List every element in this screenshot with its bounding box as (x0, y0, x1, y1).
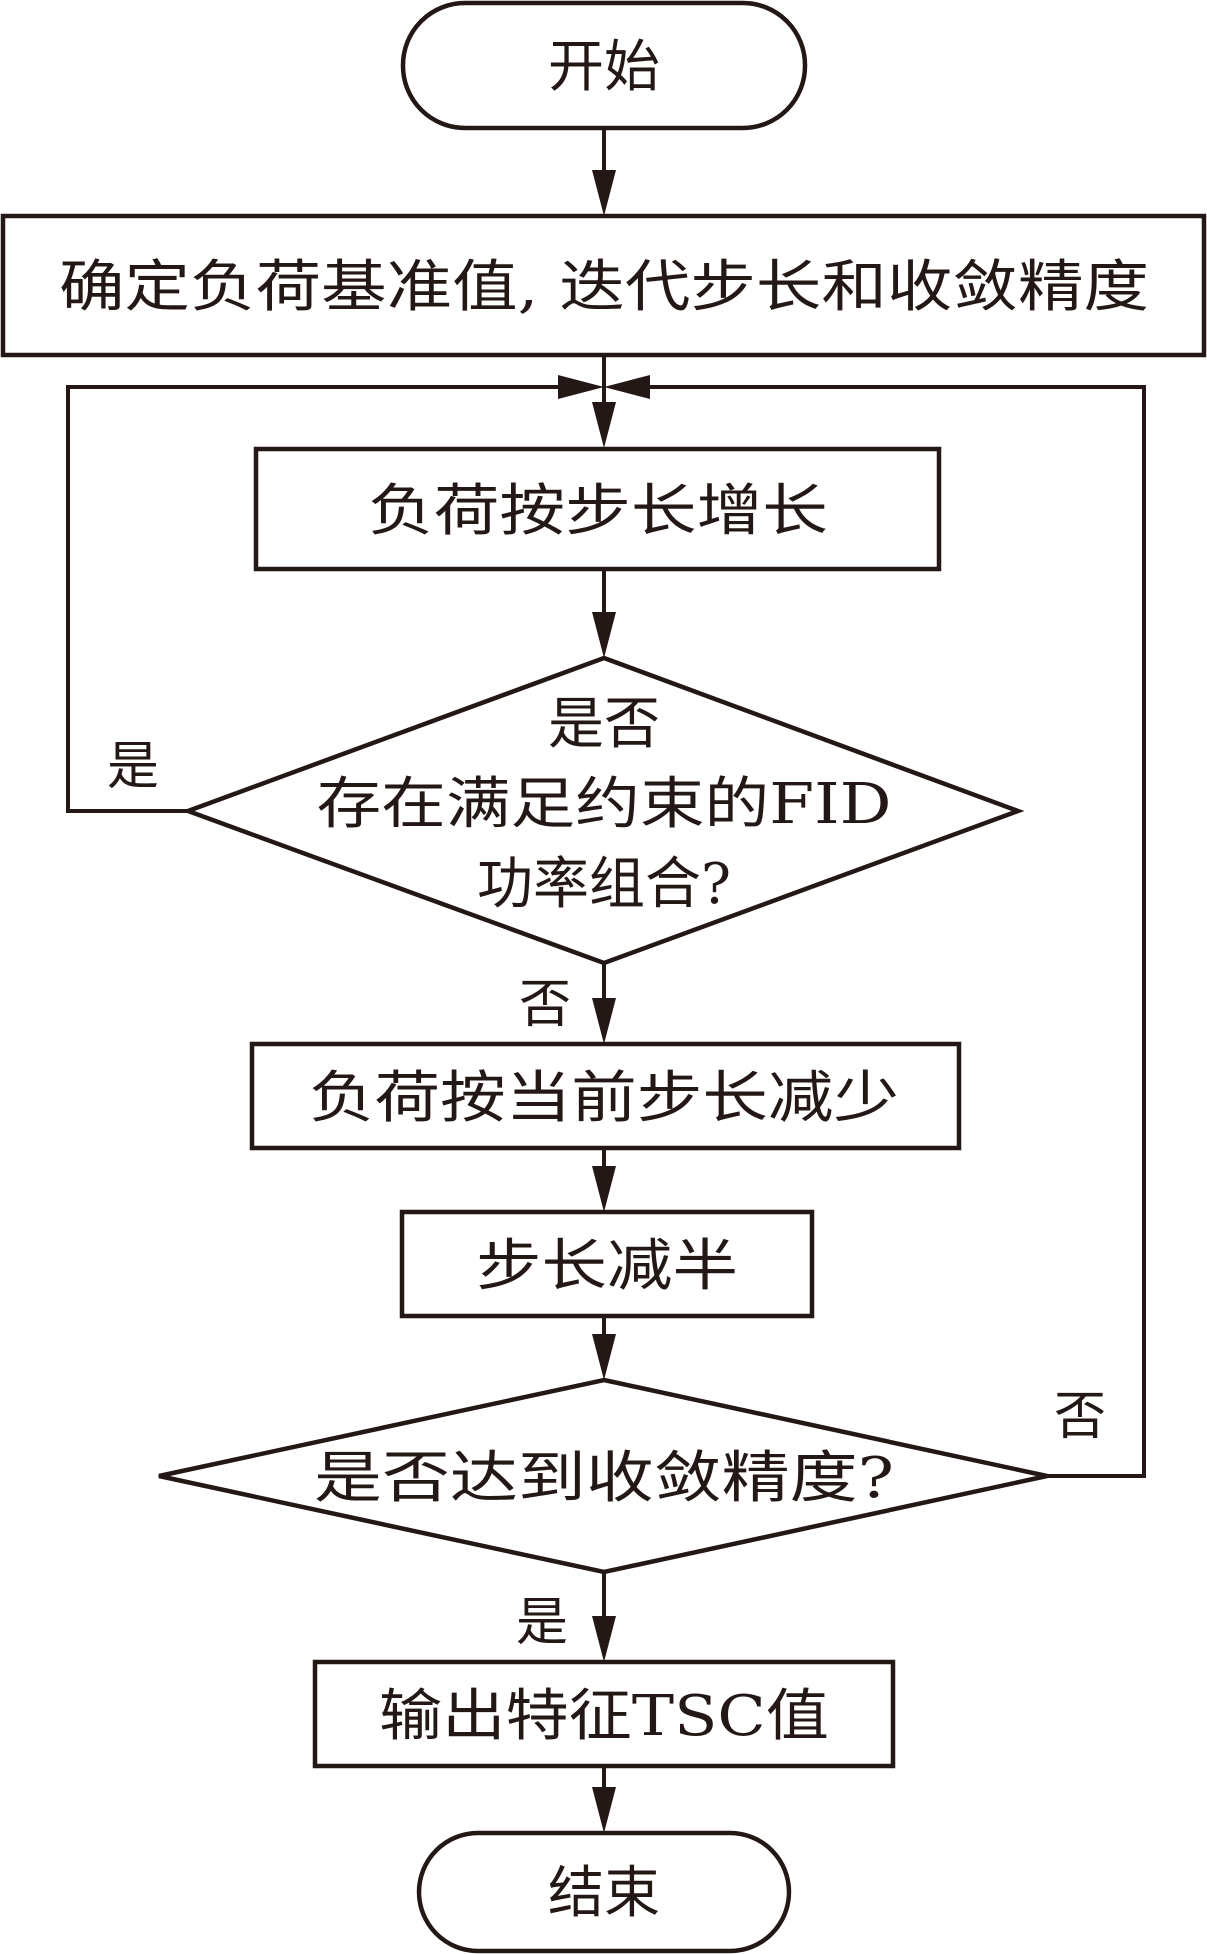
node-halve: 步长减半 (399, 1209, 815, 1319)
node-decrease: 负荷按当前步长减少 (249, 1041, 962, 1151)
decision2-no-label: 否 (1054, 1387, 1106, 1447)
decision1-label-line1: 是否 (548, 692, 660, 757)
halve-process-box (399, 1209, 815, 1319)
arrowhead-icon (592, 1787, 616, 1833)
decision1-label-line2: 存在满足约束的FID (317, 772, 892, 837)
decision1-diamond (181, 655, 1025, 966)
node-output: 输出特征TSC值 (312, 1659, 896, 1769)
arrowhead-icon (592, 1166, 616, 1212)
edge-decision2-no-loop (638, 385, 1146, 1478)
arrowhead-icon (592, 170, 616, 216)
start-label: 开始 (548, 35, 660, 100)
increase-process-box (253, 446, 942, 572)
init-process-box (0, 213, 1207, 358)
output-label: 输出特征TSC值 (379, 1684, 829, 1749)
output-process-box (312, 1659, 896, 1769)
arrowhead-icon (604, 375, 650, 399)
node-start: 开始 (400, 0, 808, 131)
decision2-label: 是否达到收敛精度? (314, 1446, 894, 1511)
arrowhead-icon (558, 375, 604, 399)
node-increase: 负荷按步长增长 (253, 446, 942, 572)
decrease-process-box (249, 1041, 962, 1151)
node-decision2: 是否达到收敛精度? (158, 1377, 1048, 1575)
end-terminal (416, 1830, 792, 1954)
connectors (66, 128, 1146, 1833)
decision2-yes-label: 是 (516, 1593, 568, 1653)
decision1-no-label: 否 (519, 975, 571, 1035)
decision1-label-line3: 功率组合? (477, 852, 731, 917)
arrowhead-icon (592, 612, 616, 658)
init-label: 确定负荷基准值, 迭代步长和收敛精度 (59, 255, 1149, 320)
node-decision1: 是否 存在满足约束的FID 功率组合? (181, 655, 1025, 966)
node-end: 结束 (416, 1830, 792, 1954)
arrowhead-icon (592, 1334, 616, 1380)
node-init: 确定负荷基准值, 迭代步长和收敛精度 (0, 213, 1207, 358)
decision2-diamond (158, 1377, 1048, 1575)
edge-labels: 是 否 否 是 (107, 737, 1106, 1653)
decrease-label: 负荷按当前步长减少 (309, 1066, 899, 1131)
arrowhead-icon (592, 1616, 616, 1662)
halve-label: 步长减半 (476, 1234, 738, 1299)
decision1-yes-label: 是 (107, 737, 159, 797)
increase-label: 负荷按步长增长 (368, 479, 828, 544)
arrowhead-icon (592, 998, 616, 1044)
start-terminal (400, 0, 808, 131)
edge-decision1-yes-loop (66, 385, 570, 813)
arrowhead-icon (592, 402, 616, 448)
end-label: 结束 (548, 1861, 660, 1926)
